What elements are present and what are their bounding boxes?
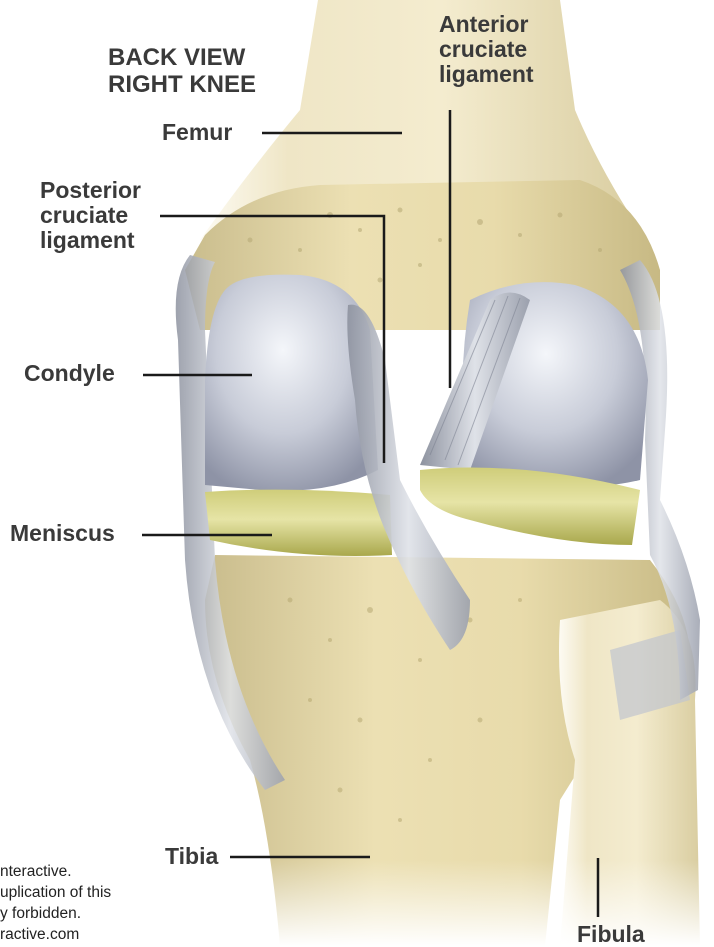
acl-label-line1: Anterior — [439, 12, 534, 37]
condyle-label: Condyle — [24, 361, 115, 386]
copyright-line3: y forbidden. — [0, 903, 111, 924]
femur-label: Femur — [162, 120, 232, 145]
view-title-line1: BACK VIEW — [108, 44, 256, 71]
meniscus-label: Meniscus — [10, 521, 115, 546]
acl-label-line3: ligament — [439, 62, 534, 87]
pcl-label: Posterior cruciate ligament — [40, 178, 141, 253]
acl-label: Anterior cruciate ligament — [439, 12, 534, 87]
view-title: BACK VIEW RIGHT KNEE — [108, 44, 256, 98]
copyright-line2: uplication of this — [0, 882, 111, 903]
acl-label-line2: cruciate — [439, 37, 534, 62]
copyright-line1: nteractive. — [0, 861, 111, 882]
fibula-label: Fibula — [577, 922, 645, 947]
tibia-label: Tibia — [165, 844, 218, 869]
pcl-label-line3: ligament — [40, 228, 141, 253]
medial-meniscus — [205, 490, 392, 556]
view-title-line2: RIGHT KNEE — [108, 71, 256, 98]
pcl-label-line2: cruciate — [40, 203, 141, 228]
pcl-label-line1: Posterior — [40, 178, 141, 203]
copyright-notice: nteractive. uplication of this y forbidd… — [0, 861, 111, 945]
copyright-line4: ractive.com — [0, 924, 111, 945]
